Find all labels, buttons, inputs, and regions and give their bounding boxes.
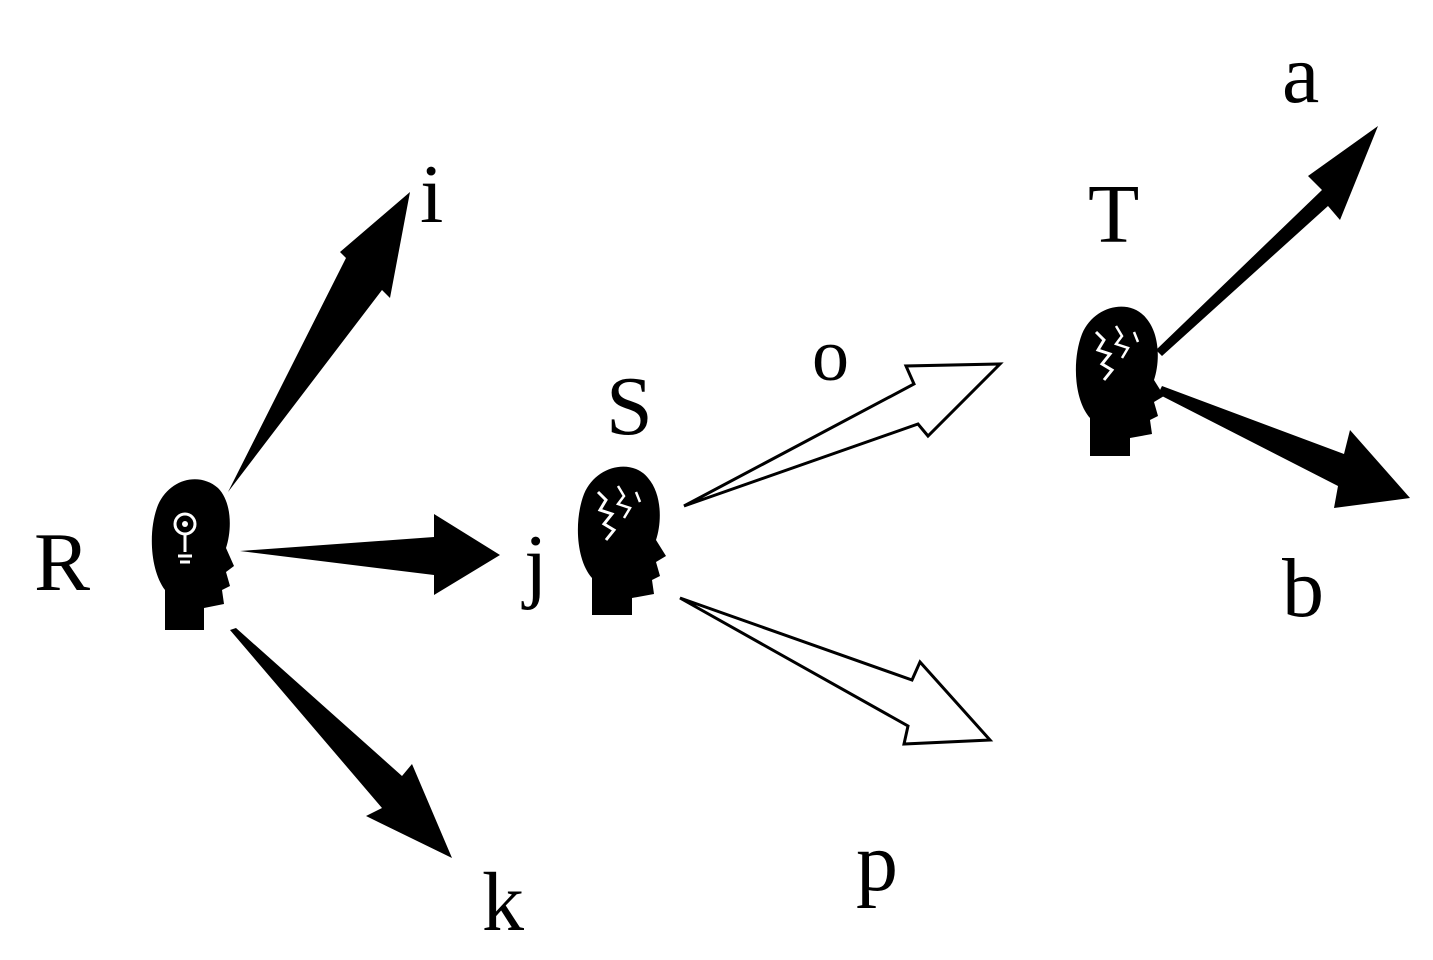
arrow-s-to-o bbox=[683, 362, 1004, 508]
head-r-lightbulb-icon bbox=[151, 479, 234, 630]
edge-label-o: o bbox=[812, 315, 849, 397]
arrow-r-to-j bbox=[240, 514, 500, 595]
arrow-r-to-i bbox=[228, 192, 410, 492]
arrow-t-to-a bbox=[1156, 126, 1378, 356]
edge-label-b: b bbox=[1282, 542, 1324, 635]
edge-label-p: p bbox=[856, 816, 898, 909]
edge-label-a: a bbox=[1282, 28, 1319, 121]
node-label-t: T bbox=[1088, 168, 1139, 261]
arrow-s-to-p bbox=[679, 596, 994, 746]
head-t-brain-icon bbox=[1075, 306, 1164, 456]
edge-label-k: k bbox=[482, 856, 524, 949]
node-label-s: S bbox=[606, 360, 653, 453]
head-s-brain-icon bbox=[577, 466, 666, 615]
arrow-t-to-b bbox=[1158, 386, 1410, 508]
edge-label-j: j bbox=[521, 518, 547, 611]
edge-label-i: i bbox=[420, 148, 443, 241]
arrow-r-to-k bbox=[230, 628, 452, 858]
node-label-r: R bbox=[34, 516, 90, 609]
